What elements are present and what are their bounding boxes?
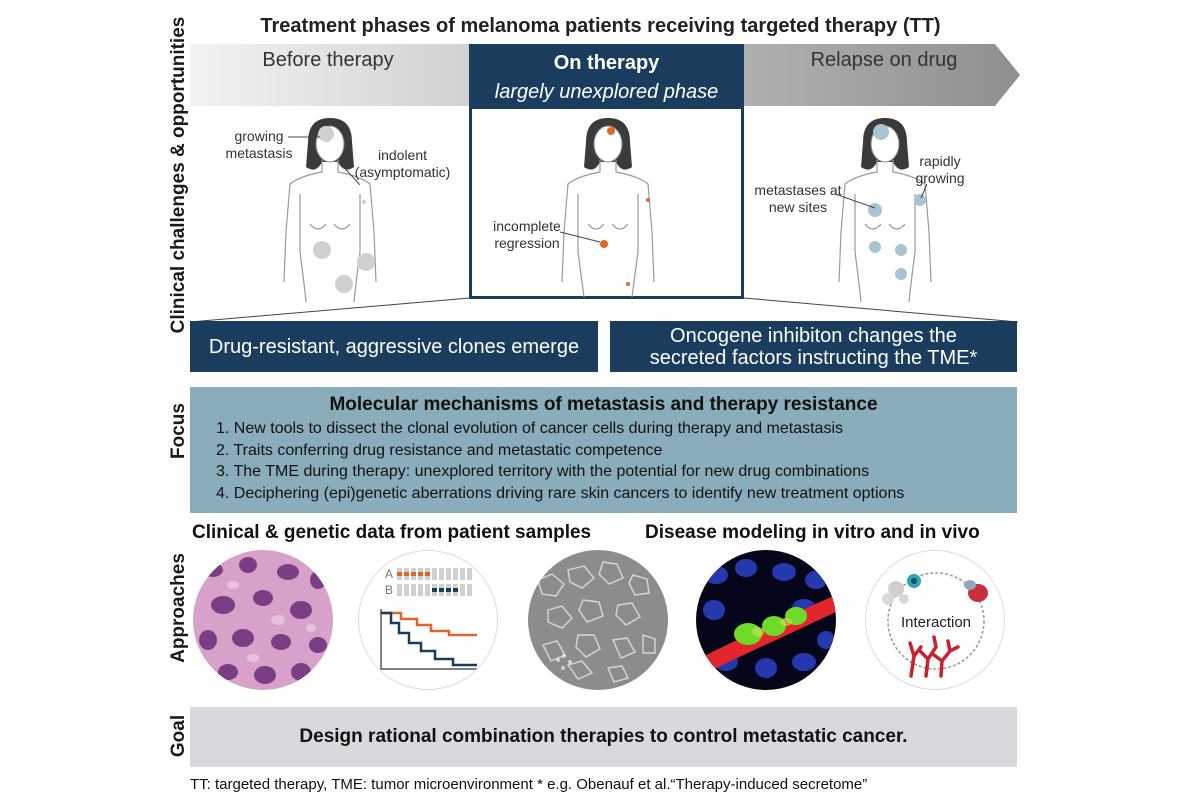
row-label-approaches: Approaches [168, 553, 189, 663]
focus-title: Molecular mechanisms of metastasis and t… [329, 394, 878, 415]
approaches-heading-modeling: Disease modeling in vitro and in vivo [645, 522, 980, 543]
interaction-diagram: Interaction [865, 550, 1005, 690]
histology-image [193, 550, 333, 690]
row-label-focus: Focus [168, 403, 189, 459]
fluorescence-image [696, 550, 836, 690]
challenge-secretome-box: Oncogene inhibiton changes the secreted … [610, 321, 1017, 372]
interaction-label: Interaction [901, 614, 971, 631]
patient-on-therapy-figure [561, 118, 655, 297]
label-new-sites: metastases at new sites [754, 182, 842, 215]
patient-relapse-figure [838, 118, 932, 302]
connector-lines [190, 297, 1019, 323]
oncoprint-label-a: A [385, 567, 393, 581]
phase-relapse: Relapse on drug [810, 49, 958, 71]
row-label-clinical: Clinical challenges & opportunities [168, 16, 189, 334]
label-growing-metastasis: growing metastasis [225, 128, 293, 161]
annotation-lines-before [288, 136, 360, 185]
annotation-line-on [560, 231, 601, 243]
on-therapy-title: On therapy [553, 52, 660, 74]
focus-item: 2. Traits conferring drug resistance and… [216, 441, 663, 459]
label-indolent: indolent (asymptomatic) [354, 147, 451, 180]
label-incomplete-regression: incomplete regression [493, 218, 561, 251]
row-label-goal: Goal [168, 714, 189, 758]
oncoprint-label-b: B [385, 583, 393, 597]
annotation-lines-relapse [835, 183, 928, 209]
figure-title: Treatment phases of melanoma patients re… [260, 15, 941, 37]
on-therapy-panel: On therapy largely unexplored phase [469, 44, 744, 299]
challenge-clones-box: Drug-resistant, aggressive clones emerge [190, 321, 598, 372]
cell-culture-image [528, 550, 668, 690]
focus-list: 1. New tools to dissect the clonal evolu… [216, 418, 904, 504]
label-rapidly-growing: rapidly growing [915, 153, 965, 186]
goal-box: Design rational combination therapies to… [190, 707, 1017, 767]
phase-before: Before therapy [262, 49, 394, 71]
focus-item: 1. New tools to dissect the clonal evolu… [216, 420, 843, 437]
patient-before-figure [283, 118, 377, 302]
focus-item: 3. The TME during therapy: unexplored te… [216, 463, 870, 480]
approaches-heading-clinical: Clinical & genetic data from patient sam… [192, 522, 592, 543]
focus-box: Molecular mechanisms of metastasis and t… [190, 387, 1017, 513]
focus-item: 4. Deciphering (epi)genetic aberrations … [216, 484, 905, 502]
on-therapy-header: On therapy largely unexplored phase [472, 47, 741, 109]
footnote: TT: targeted therapy, TME: tumor microen… [190, 776, 868, 793]
survival-plot-image: A B [358, 550, 498, 690]
on-therapy-subtitle: largely unexplored phase [494, 81, 719, 103]
